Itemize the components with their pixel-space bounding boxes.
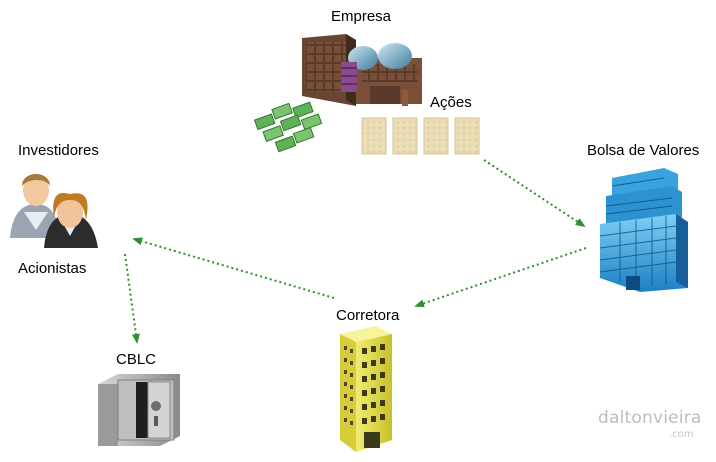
stock-exchange-building-icon	[599, 168, 688, 292]
acoes-label: Ações	[430, 94, 472, 111]
acionistas-label: Acionistas	[18, 260, 87, 277]
watermark-domain: .com	[669, 429, 694, 440]
bolsa-label: Bolsa de Valores	[587, 142, 700, 159]
factory-icon	[302, 34, 422, 106]
investidores-label: Investidores	[18, 142, 99, 159]
arrow-corretora-to-investidores	[132, 237, 335, 299]
office-tower-icon	[340, 326, 392, 452]
people-icon	[10, 174, 98, 248]
empresa-label: Empresa	[331, 8, 392, 25]
arrow-acoes-to-bolsa	[483, 159, 586, 228]
money-stack-icon	[253, 101, 323, 153]
arrow-bolsa-to-corretora	[414, 247, 587, 308]
cblc-label: CBLC	[116, 351, 157, 368]
safe-vault-icon	[98, 374, 180, 446]
share-certificate-icon	[361, 117, 480, 155]
arrow-acionistas-to-cblc	[124, 253, 140, 344]
corretora-label: Corretora	[336, 307, 400, 324]
watermark-name: daltonvieira	[598, 408, 702, 428]
